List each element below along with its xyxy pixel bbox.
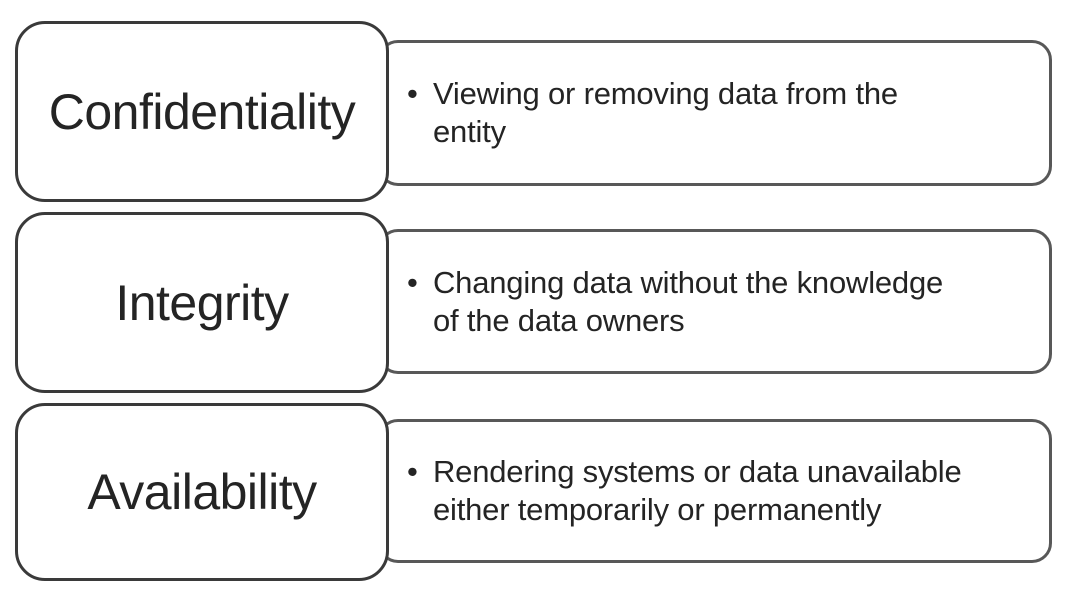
term-label: Confidentiality bbox=[48, 83, 356, 140]
description-card-integrity: • Changing data without the knowledge of… bbox=[378, 229, 1052, 374]
bullet-text: Changing data without the knowledge of t… bbox=[433, 264, 943, 340]
term-card-confidentiality: Confidentiality bbox=[15, 21, 389, 202]
bullet-line-1: Rendering systems or data unavailable bbox=[433, 454, 962, 489]
bullet-line-1: Changing data without the knowledge bbox=[433, 264, 944, 300]
term-card-integrity: Integrity bbox=[15, 212, 389, 393]
bullet-line-1: Viewing or removing data from the bbox=[433, 76, 898, 111]
bullet-line-2: entity bbox=[433, 114, 506, 149]
description-card-confidentiality: • Viewing or removing data from the enti… bbox=[378, 40, 1052, 186]
term-card-availability: Availability bbox=[15, 403, 389, 581]
bullet-text: Viewing or removing data from the entity bbox=[433, 75, 898, 151]
bullet-text: Rendering systems or data unavailable ei… bbox=[433, 453, 962, 529]
bullet-item: • Rendering systems or data unavailable … bbox=[407, 453, 962, 529]
bullet-icon: • bbox=[407, 264, 418, 300]
bullet-item: • Viewing or removing data from the enti… bbox=[407, 75, 898, 151]
bullet-line-2: either temporarily or permanently bbox=[433, 492, 882, 527]
term-label: Integrity bbox=[115, 274, 289, 331]
bullet-line-2: of the data owners bbox=[433, 302, 685, 338]
bullet-icon: • bbox=[407, 76, 418, 111]
bullet-icon: • bbox=[407, 454, 418, 489]
bullet-item: • Changing data without the knowledge of… bbox=[407, 264, 943, 340]
term-label: Availability bbox=[87, 464, 317, 520]
description-card-availability: • Rendering systems or data unavailable … bbox=[378, 419, 1052, 563]
